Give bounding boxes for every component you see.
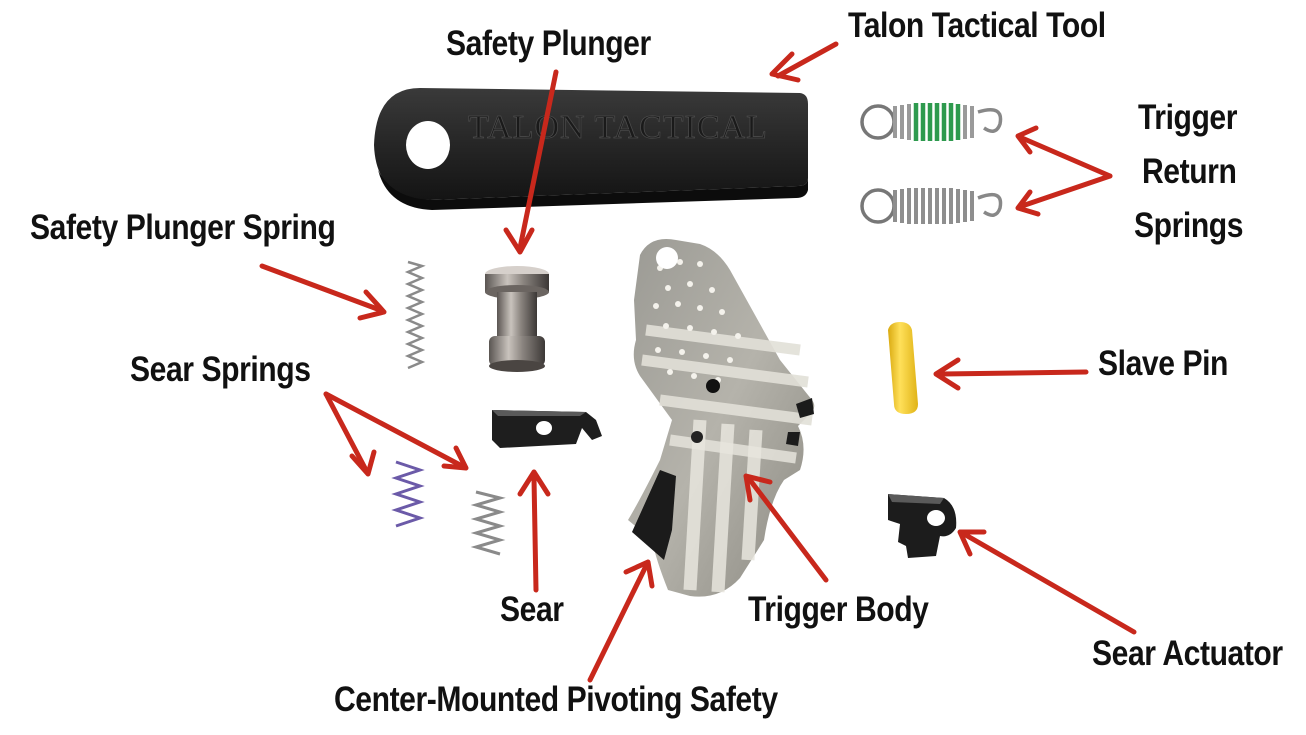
slave-pin [888,322,918,414]
arrow-slave-pin [939,369,1089,377]
arrow-sear [531,475,539,593]
label-sear: Sear [500,590,564,629]
tool-hole [406,121,450,169]
arrow-talon-tool [775,41,839,79]
safety-plunger-spring [404,260,426,370]
sear-spring-silver [470,490,506,556]
label-trigger-body: Trigger Body [748,590,929,629]
safety-plunger [485,266,549,372]
label-sear-actuator: Sear Actuator [1092,634,1283,673]
talon-tactical-tool: TALON TACTICAL [374,88,808,210]
arrow-sear-actuator [961,531,1137,635]
label-slave-pin: Slave Pin [1098,344,1228,383]
arrow-trigger-return-upper [1019,135,1113,179]
trigger-return-spring-silver [860,188,1003,224]
label-trigger-return-line1: Trigger [1138,98,1238,137]
arrow-trigger-body [747,477,829,583]
label-trigger-return-line2: Return [1142,152,1237,191]
callout-arrows [259,41,1137,683]
label-sear-springs: Sear Springs [130,350,311,389]
arrow-safety-plunger [517,69,559,251]
trigger-body [628,239,815,597]
label-trigger-return-line3: Springs [1134,206,1244,245]
arrow-safety-plunger-spring [259,263,383,313]
arrow-trigger-return-lower [1019,173,1113,209]
arrow-sear-springs-right [323,391,465,469]
arrow-sear-springs-left [323,391,369,473]
label-talon-tactical-tool: Talon Tactical Tool [848,6,1106,45]
arrow-center-safety [587,563,649,683]
label-safety-plunger: Safety Plunger [446,24,651,63]
tool-engraving: TALON TACTICAL [468,109,768,146]
label-safety-plunger-spring: Safety Plunger Spring [30,208,336,247]
sear-spring-purple [391,460,425,528]
sear-part [492,410,602,448]
trigger-return-spring-green [860,103,1003,141]
sear-actuator-part [888,494,957,558]
label-center-mounted-pivoting-safety: Center-Mounted Pivoting Safety [334,680,778,719]
